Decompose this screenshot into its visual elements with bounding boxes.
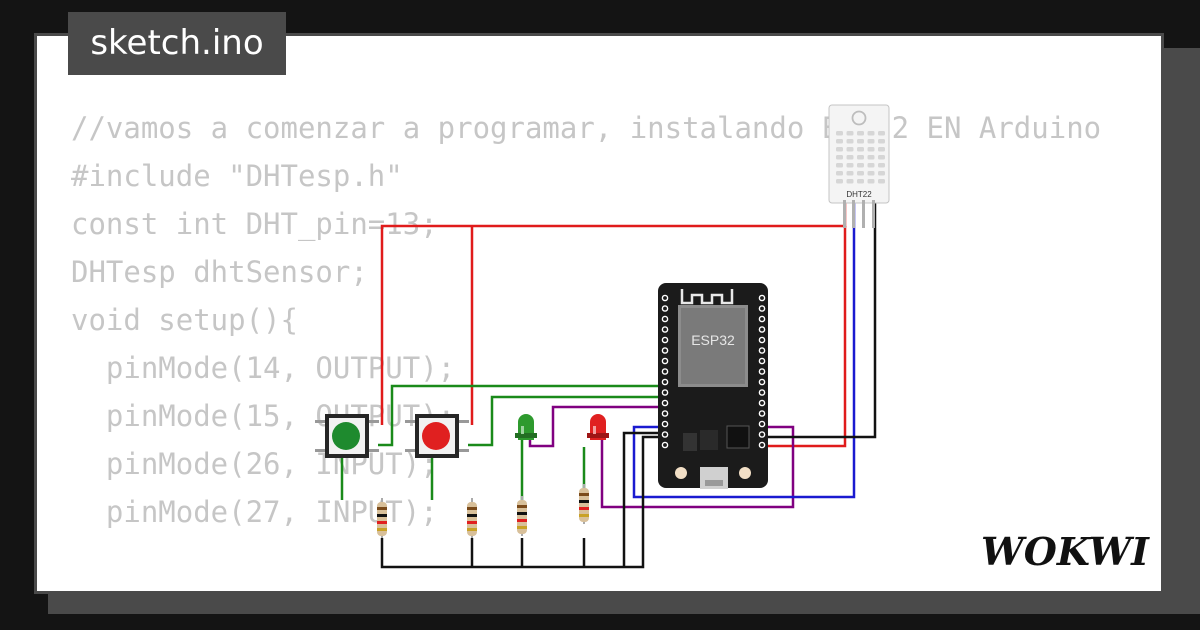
- header-pin[interactable]: [661, 441, 669, 449]
- wires: [340, 200, 877, 569]
- code-line: void setup(){: [71, 303, 298, 337]
- header-pin[interactable]: [661, 315, 669, 323]
- resistors: [377, 484, 589, 538]
- dht22-sensor[interactable]: DHT22: [828, 104, 890, 228]
- header-pin[interactable]: [661, 389, 669, 396]
- header-pin[interactable]: [758, 441, 766, 449]
- code-line: DHTesp dhtSensor;: [71, 255, 368, 289]
- header-pin[interactable]: [758, 315, 766, 323]
- header-pin[interactable]: [661, 431, 669, 438]
- header-pin[interactable]: [661, 326, 669, 333]
- header-pin[interactable]: [758, 431, 766, 438]
- push-button-red[interactable]: [405, 414, 469, 458]
- led-red[interactable]: [587, 414, 609, 440]
- header-pin[interactable]: [661, 420, 669, 428]
- wire-red: [380, 200, 847, 425]
- code-line: pinMode(27, INPUT);: [71, 495, 438, 529]
- header-pin[interactable]: [758, 305, 766, 312]
- wire-black: [380, 435, 665, 569]
- code-line: const int DHT_pin=13;: [71, 207, 438, 241]
- svg-text:WOKWI: WOKWI: [981, 529, 1150, 574]
- header-pin[interactable]: [758, 294, 766, 302]
- wire-purple: [600, 425, 795, 509]
- push-button-green[interactable]: [315, 414, 379, 458]
- header-pin[interactable]: [661, 368, 669, 375]
- header-pin[interactable]: [661, 357, 669, 365]
- header-pin[interactable]: [758, 389, 766, 396]
- sensor-label: DHT22: [846, 190, 872, 199]
- header-pin[interactable]: [661, 347, 669, 354]
- code-line: pinMode(14, OUTPUT);: [71, 351, 456, 385]
- header-pin[interactable]: [661, 378, 669, 386]
- header-pin[interactable]: [758, 410, 766, 417]
- header-pin[interactable]: [661, 399, 669, 407]
- wire-black: [765, 200, 877, 439]
- header-pin[interactable]: [758, 399, 766, 407]
- header-pin[interactable]: [758, 347, 766, 354]
- header-pin[interactable]: [758, 336, 766, 344]
- header-pin[interactable]: [758, 378, 766, 386]
- board-label: ESP32: [691, 332, 735, 348]
- wire-purple: [528, 405, 665, 448]
- wire-blue: [632, 200, 856, 499]
- file-tab[interactable]: sketch.ino: [68, 12, 286, 75]
- header-pin[interactable]: [758, 357, 766, 365]
- header-pin[interactable]: [661, 294, 669, 302]
- led-green[interactable]: [515, 414, 537, 440]
- wire-red: [765, 226, 847, 448]
- header-pin[interactable]: [661, 336, 669, 344]
- wire-green: [468, 395, 665, 447]
- header-pin[interactable]: [661, 305, 669, 312]
- header-pin[interactable]: [758, 368, 766, 375]
- wire-green: [378, 384, 665, 447]
- code-line: #include "DHTesp.h": [71, 159, 403, 193]
- esp32-board[interactable]: ESP32: [658, 283, 768, 489]
- header-pin[interactable]: [758, 420, 766, 428]
- wire-black: [622, 431, 665, 567]
- header-pin[interactable]: [661, 410, 669, 417]
- header-pin[interactable]: [758, 326, 766, 333]
- wokwi-logo: WOKWI: [981, 529, 1150, 574]
